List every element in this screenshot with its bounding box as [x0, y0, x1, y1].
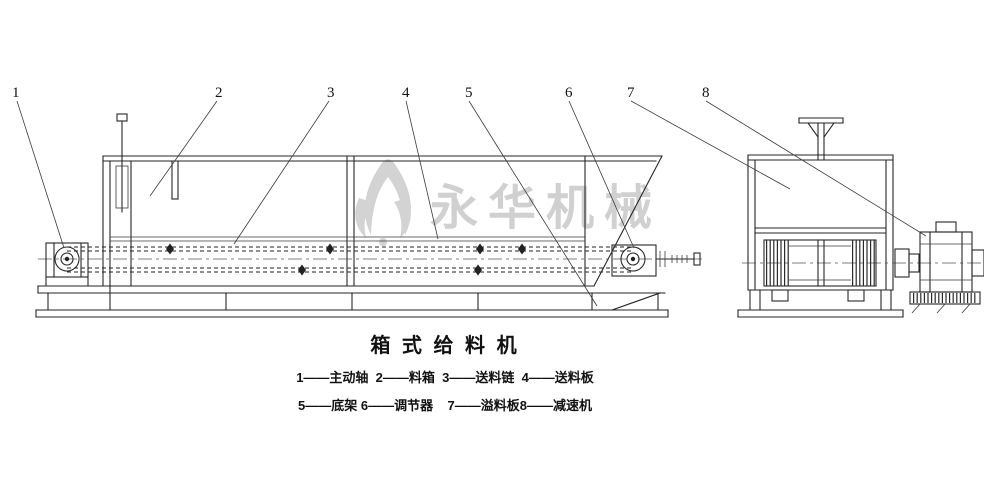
- feed-chain: [38, 243, 702, 276]
- callout-6: 6: [565, 85, 635, 249]
- adjuster-handle: [798, 117, 844, 161]
- material-box: [102, 155, 663, 287]
- callout-5: 5: [465, 85, 598, 307]
- chain-clip: [166, 243, 174, 255]
- drawing-title: 箱 式 给 料 机: [370, 335, 520, 357]
- callout-6-label: 6: [565, 85, 573, 101]
- callout-8-leader: [705, 100, 927, 237]
- feed-plate: [110, 236, 585, 242]
- callout-5-leader: [468, 100, 598, 307]
- callout-4-label: 4: [402, 85, 410, 101]
- roller-drum: [742, 239, 984, 302]
- chain-clip: [474, 264, 482, 276]
- callout-3: 3: [233, 85, 335, 245]
- callout-2: 2: [149, 85, 223, 197]
- callout-1: 1: [12, 85, 65, 249]
- side-view: [35, 113, 702, 318]
- watermark: 永华机械: [355, 159, 662, 246]
- chain-clip: [518, 243, 526, 255]
- callout-8: 8: [702, 85, 927, 237]
- callout-6-leader: [568, 100, 635, 249]
- chain-clip: [326, 243, 334, 255]
- callout-8-label: 8: [702, 85, 710, 101]
- adjusting-rod: [115, 113, 129, 213]
- callout-1-leader: [16, 100, 65, 249]
- watermark-text: 永华机械: [430, 182, 662, 235]
- tension-adjuster: [611, 244, 701, 277]
- callout-4: 4: [402, 85, 439, 240]
- end-view: [737, 117, 984, 318]
- callout-3-label: 3: [327, 85, 335, 101]
- callout-7-label: 7: [627, 85, 635, 101]
- callout-2-label: 2: [215, 85, 223, 101]
- watermark-logo: [355, 159, 412, 246]
- chain-clip: [298, 264, 306, 276]
- chain-clip: [476, 243, 484, 255]
- legend-line-2: 5——底架 6——调节器 7——溢料板8——减速机: [298, 398, 592, 413]
- callout-7: 7: [627, 85, 791, 190]
- callouts: 1 2 3 4 5 6 7 8: [12, 85, 927, 307]
- caption-block: 箱 式 给 料 机 1——主动轴 2——料箱 3——送料链 4——送料板 5——…: [105, 329, 785, 414]
- speed-reducer: [894, 221, 984, 314]
- callout-4-leader: [405, 100, 439, 240]
- callout-2-leader: [149, 100, 218, 197]
- legend-line-1: 1——主动轴 2——料箱 3——送料链 4——送料板: [296, 370, 594, 385]
- end-frame: [737, 154, 904, 318]
- callout-1-label: 1: [12, 85, 20, 101]
- callout-7-leader: [630, 100, 791, 190]
- drive-sprocket: [45, 242, 89, 287]
- callout-5-label: 5: [465, 85, 473, 101]
- base-frame: [35, 285, 669, 318]
- callout-3-leader: [233, 100, 330, 245]
